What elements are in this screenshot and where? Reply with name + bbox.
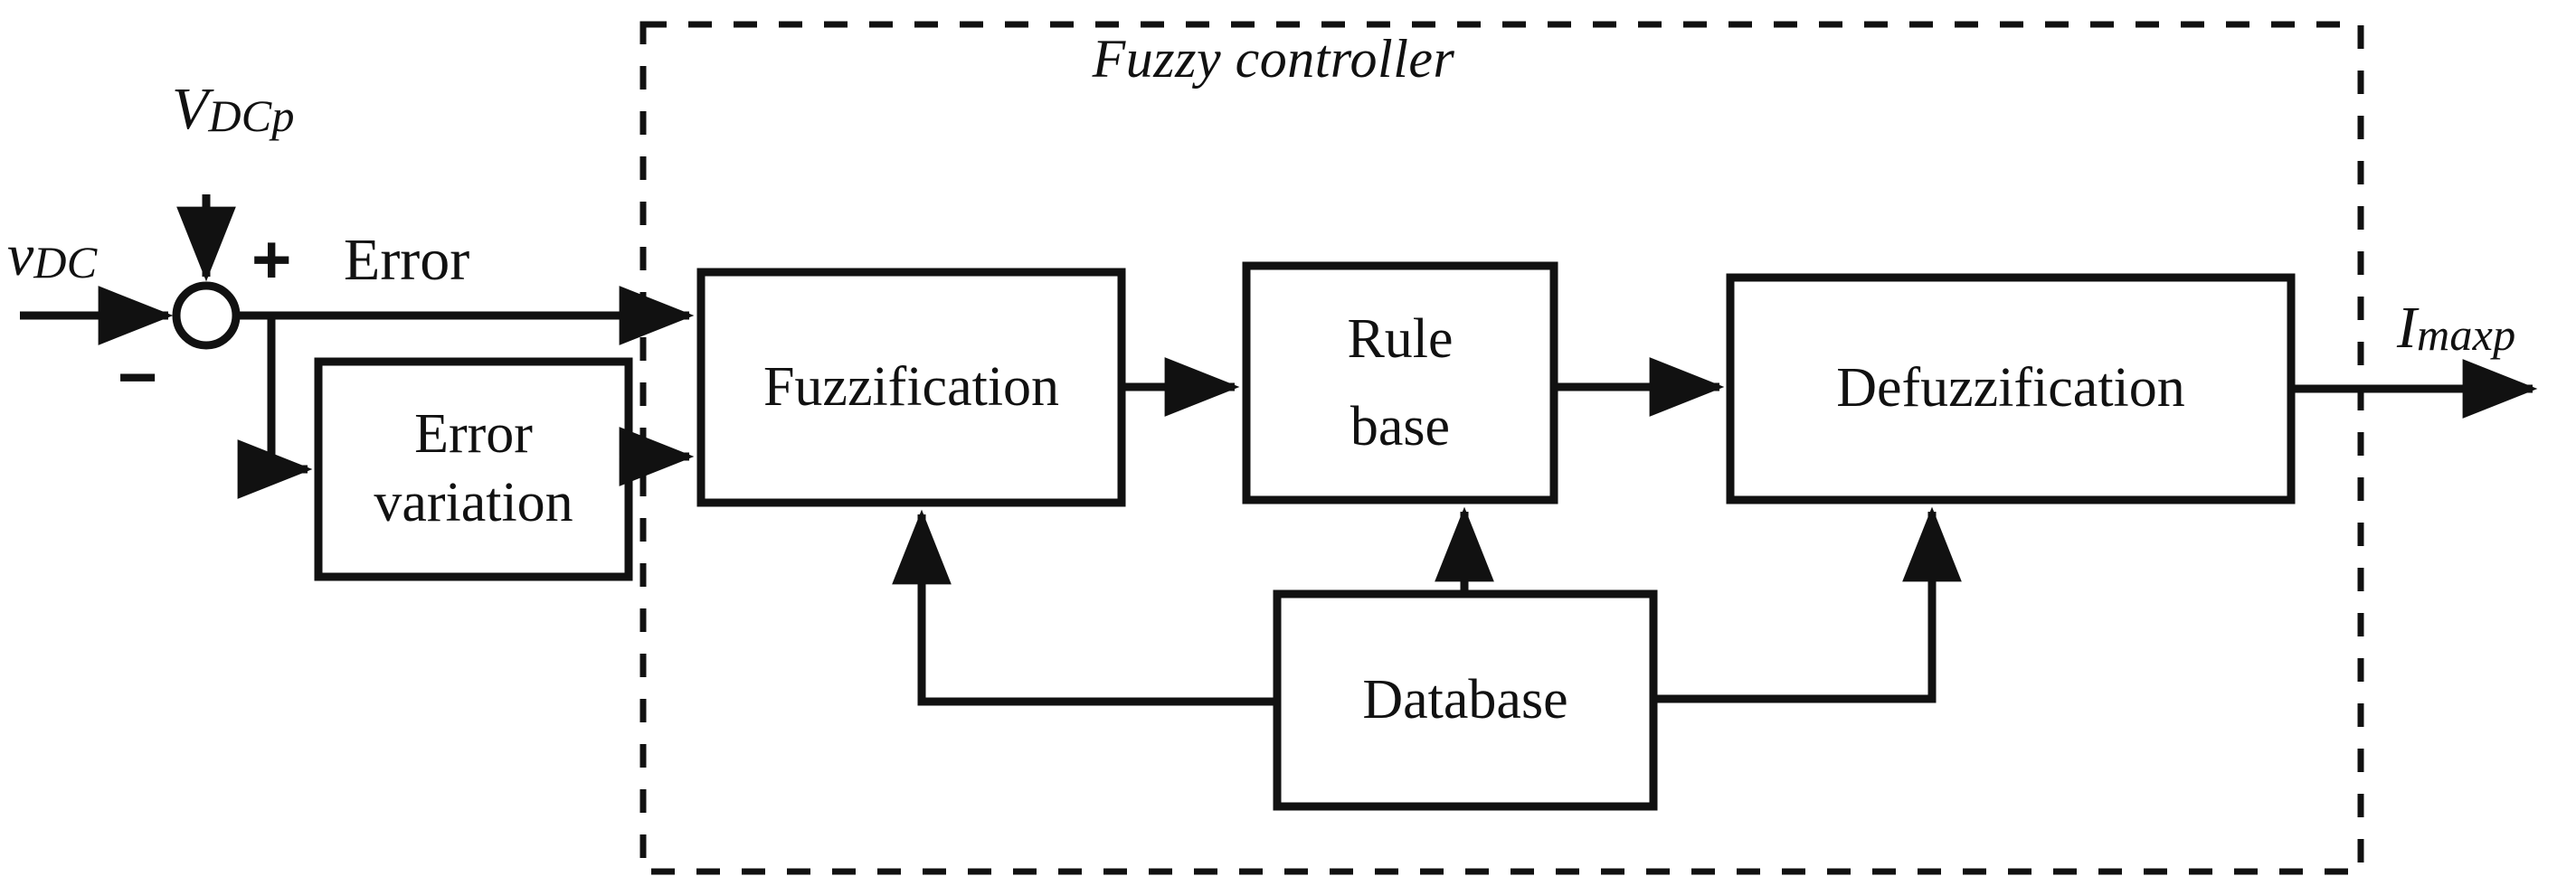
signal-vdcp-main: V bbox=[172, 76, 209, 142]
label-error-signal: Error bbox=[344, 227, 470, 293]
summing-minus-sign: − bbox=[118, 339, 158, 416]
block-label-fuzzification: Fuzzification bbox=[701, 272, 1122, 503]
block-label-defuzzification: Defuzzification bbox=[1730, 278, 2291, 500]
block-label-error-variation-line-1: Error bbox=[414, 403, 533, 466]
summing-plus-sign: + bbox=[251, 222, 292, 298]
signal-label-vdcp: VDCp bbox=[172, 80, 295, 139]
block-label-defuzzification-line-1: Defuzzification bbox=[1836, 357, 2185, 419]
block-label-fuzzification-line-1: Fuzzification bbox=[762, 355, 1060, 418]
block-label-rule-base: Rule base bbox=[1246, 266, 1554, 500]
signal-vdc-main: v bbox=[7, 222, 34, 288]
signal-vdcp-sub: DCp bbox=[208, 90, 295, 141]
block-label-error-variation-line-2: variation bbox=[374, 472, 573, 533]
block-defuzzification bbox=[1726, 273, 2296, 504]
wire-database-to-fuzzification bbox=[892, 509, 1277, 706]
block-label-error-variation: Error variation bbox=[318, 362, 629, 577]
signal-vdc-sub: DC bbox=[33, 237, 98, 287]
block-label-rule-base-line-2: base bbox=[1350, 395, 1451, 457]
signal-imaxp-sub: maxp bbox=[2416, 309, 2516, 360]
wire-error-branch-to-error-variation bbox=[237, 319, 313, 499]
signal-label-imaxp: Imaxp bbox=[2397, 298, 2515, 358]
fuzzy-controller-title: Fuzzy controller bbox=[1092, 29, 1455, 89]
wire-database-to-defuzzification bbox=[1653, 506, 1962, 703]
block-label-rule-base-line-1: Rule bbox=[1347, 308, 1454, 371]
block-label-database-line-1: Database bbox=[1362, 668, 1568, 730]
block-label-database: Database bbox=[1277, 594, 1653, 806]
signal-imaxp-main: I bbox=[2397, 295, 2417, 361]
summing-junction bbox=[172, 281, 241, 350]
signal-label-vdc: vDC bbox=[7, 226, 97, 286]
